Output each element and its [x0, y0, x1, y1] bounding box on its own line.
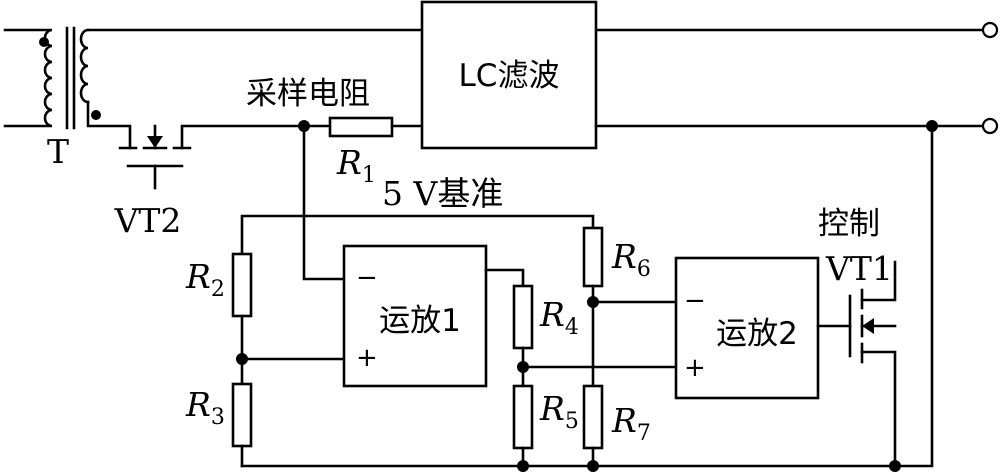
vt2-label: VT2: [114, 201, 182, 240]
transformer-secondary-coil: [79, 28, 90, 104]
resistor-r5-body: [512, 384, 534, 450]
junction-ground-r7: [587, 460, 599, 472]
reference-rail-wire: [240, 214, 595, 256]
junction-ground-r5: [517, 460, 529, 472]
resistor-r7-body: [582, 384, 604, 450]
resistor-r2-body: [231, 252, 253, 318]
resistor-r6-label: R6: [611, 237, 651, 282]
vt2-mosfet: VT2: [114, 124, 192, 240]
resistor-r6-body: [582, 226, 604, 288]
lc-filter-block: [420, 0, 598, 150]
transformer: T: [3, 26, 101, 171]
right-ground-wire: [240, 124, 934, 468]
transformer-label: T: [47, 132, 69, 171]
sampling-resistor-label: 采样电阻: [246, 76, 370, 112]
transformer-primary-coil: [3, 28, 53, 128]
opamp2-label: 运放2: [716, 316, 798, 352]
secondary-to-vt2-wire: [86, 100, 132, 150]
opamp1-block: [342, 244, 488, 388]
resistor-r2-label: R2: [185, 257, 225, 302]
lc-filter-label: LC滤波: [459, 58, 560, 94]
vt1-mosfet: 控制 VT1: [818, 206, 901, 472]
opamp2-plus-sign: +: [684, 353, 706, 383]
sample-to-opamp1-wire: [302, 124, 346, 281]
reference-label: 5 V基准: [382, 174, 503, 213]
resistor-r7-label: R7: [611, 401, 651, 446]
transformer-secondary-dot: [91, 110, 101, 120]
vt1-source-lead: [860, 350, 897, 468]
vt2-channel-arrow: [147, 136, 163, 148]
transformer-primary-dot: [39, 37, 49, 47]
vt1-channel-arrow: [862, 318, 874, 334]
resistor-r3-label: R3: [185, 385, 225, 430]
output-terminal-bottom: [981, 117, 999, 135]
resistor-r4-label: R4: [539, 295, 579, 340]
resistor-r5-label: R5: [539, 389, 579, 434]
resistor-r1-label: R1: [336, 143, 376, 188]
vt1-label: VT1: [825, 249, 893, 288]
resistor-r1: 采样电阻 R1: [246, 76, 394, 188]
opamp2-block: [674, 256, 820, 400]
opamp1-label: 运放1: [379, 303, 461, 339]
resistor-r4-body: [512, 284, 534, 350]
resistor-r1-body: [328, 116, 394, 138]
vt1-drain-lead: [860, 260, 897, 302]
output-terminal-top: [981, 21, 999, 39]
opamp2-minus-sign: −: [684, 286, 706, 316]
junction-vt1-ground: [889, 460, 901, 472]
opamp1-output-wire: [484, 268, 525, 288]
opamp1-minus-sign: −: [356, 263, 378, 293]
control-label: 控制: [818, 206, 880, 242]
resistor-r3-body: [231, 382, 253, 448]
vt2-to-sample-wire: [180, 124, 332, 150]
opamp1-plus-sign: +: [356, 343, 378, 373]
